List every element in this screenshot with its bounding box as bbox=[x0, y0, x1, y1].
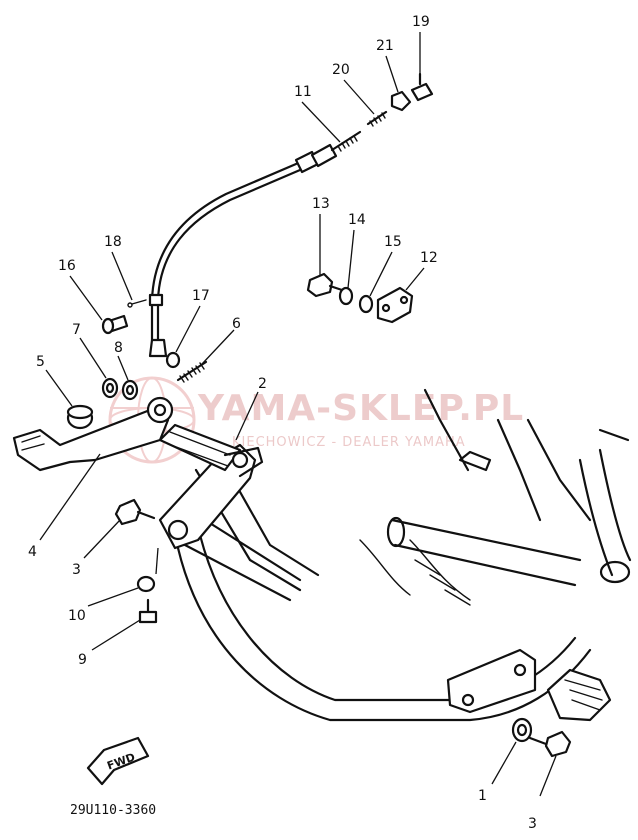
callout-16: 16 bbox=[58, 258, 76, 274]
watermark-subtitle: KIECHOWICZ - DEALER YAMAHA bbox=[232, 435, 466, 450]
cap-part-5 bbox=[66, 404, 94, 430]
washer-part-8 bbox=[121, 379, 139, 401]
callout-15: 15 bbox=[384, 234, 402, 250]
callout-6: 6 bbox=[232, 316, 241, 332]
fitting-part-19 bbox=[410, 72, 434, 102]
callout-labels: 19 21 20 11 13 14 15 12 18 16 17 7 8 6 5… bbox=[28, 14, 537, 832]
bolt-part-9 bbox=[138, 598, 158, 624]
callout-8: 8 bbox=[114, 340, 123, 356]
washer-part-7 bbox=[101, 377, 119, 399]
callout-1: 1 bbox=[478, 788, 487, 804]
callout-21: 21 bbox=[376, 38, 394, 54]
callout-20: 20 bbox=[332, 62, 350, 78]
bracket-part-2 bbox=[158, 423, 264, 550]
callout-13: 13 bbox=[312, 196, 330, 212]
watermark: YAMA-SKLEP.PL KIECHOWICZ - DEALER YAMAHA bbox=[108, 376, 524, 464]
watermark-title: YAMA-SKLEP.PL bbox=[197, 388, 524, 429]
callout-11: 11 bbox=[294, 84, 312, 100]
callout-4: 4 bbox=[28, 544, 37, 560]
callout-10: 10 bbox=[68, 608, 86, 624]
callout-2: 2 bbox=[258, 376, 267, 392]
washer-part-15 bbox=[358, 294, 374, 314]
frame bbox=[176, 388, 632, 722]
joint-part-21 bbox=[390, 90, 412, 112]
callout-9: 9 bbox=[78, 652, 87, 668]
nut-part-10 bbox=[136, 575, 156, 593]
lever-part-12 bbox=[376, 286, 414, 324]
brake-pedal-part-4 bbox=[12, 396, 174, 472]
callout-3-upper: 3 bbox=[72, 562, 81, 578]
cable-part-11 bbox=[148, 130, 362, 358]
washer-part-1 bbox=[511, 717, 533, 743]
callout-18: 18 bbox=[104, 234, 122, 250]
callout-7: 7 bbox=[72, 322, 81, 338]
callout-12: 12 bbox=[420, 250, 438, 266]
nut-part-17 bbox=[165, 351, 181, 369]
bolt-part-3-upper bbox=[114, 498, 156, 526]
spring-part-20 bbox=[366, 110, 388, 127]
callout-5: 5 bbox=[36, 354, 45, 370]
fwd-arrow-icon: FWD bbox=[86, 736, 150, 786]
callout-14: 14 bbox=[348, 212, 366, 228]
washer-part-14 bbox=[338, 286, 354, 306]
bolt-part-13 bbox=[306, 272, 344, 298]
pin-part-16 bbox=[101, 314, 129, 335]
reference-code: 29U110-3360 bbox=[70, 803, 156, 818]
callout-3-lower: 3 bbox=[528, 816, 537, 832]
callout-19: 19 bbox=[412, 14, 430, 30]
spring-part-6 bbox=[176, 360, 208, 383]
leader-lines bbox=[39, 32, 557, 797]
cotter-pin-part-18 bbox=[127, 299, 147, 308]
callout-17: 17 bbox=[192, 288, 210, 304]
bolt-part-3-lower bbox=[528, 730, 572, 758]
